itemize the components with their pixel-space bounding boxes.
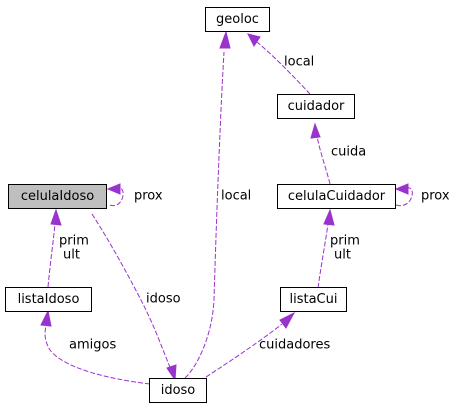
- edge-geoloc-cuidador: [247, 33, 311, 95]
- edge-celulacuidador-self: [394, 183, 413, 207]
- edge-label-prox-celulaidoso: prox: [134, 189, 163, 204]
- edge-celulacuidador-listacui: [317, 208, 335, 289]
- node-celulaidoso-label: celulaIdoso: [21, 189, 94, 204]
- edge-label-prim-listacui: prim: [330, 234, 360, 249]
- edge-label-amigos: amigos: [69, 338, 116, 353]
- node-listacui[interactable]: listaCui: [280, 287, 347, 312]
- edge-cuidador-celulacuidador: [310, 122, 331, 185]
- node-listaidoso-label: listaIdoso: [18, 292, 80, 307]
- edge-label-cuida: cuida: [331, 145, 366, 160]
- edge-label-cuidadores: cuidadores: [259, 338, 330, 353]
- edge-label-local-idoso: local: [221, 189, 251, 204]
- node-celulacuidador-label: celulaCuidador: [288, 189, 386, 204]
- edge-label-prim-listaidoso: prim: [59, 234, 89, 249]
- node-cuidador-label: cuidador: [288, 99, 345, 114]
- edge-label-ult-listacui: ult: [334, 248, 351, 263]
- edge-listacui-idoso: [199, 311, 296, 382]
- node-idoso[interactable]: idoso: [149, 378, 207, 403]
- edge-label-ult-listaidoso: ult: [63, 248, 80, 263]
- edge-listaidoso-idoso: [40, 309, 151, 385]
- edge-celulaidoso-listaidoso: [47, 208, 62, 288]
- node-geoloc-label: geoloc: [216, 12, 259, 27]
- node-listaidoso[interactable]: listaIdoso: [5, 287, 92, 312]
- node-cuidador[interactable]: cuidador: [277, 94, 355, 119]
- edge-celulaidoso-self: [106, 183, 124, 207]
- edge-celulaidoso-idoso: [91, 213, 177, 382]
- node-geoloc[interactable]: geoloc: [205, 7, 270, 32]
- edge-label-prox-celulacuidador: prox: [421, 189, 450, 204]
- node-celulacuidador[interactable]: celulaCuidador: [277, 184, 396, 209]
- node-listacui-label: listaCui: [290, 292, 338, 307]
- node-idoso-label: idoso: [161, 383, 196, 398]
- edge-label-local-cuidador: local: [284, 55, 314, 70]
- edge-label-idoso: idoso: [146, 292, 181, 307]
- edge-geoloc-idoso: [184, 30, 231, 379]
- node-celulaidoso[interactable]: celulaIdoso: [8, 184, 107, 209]
